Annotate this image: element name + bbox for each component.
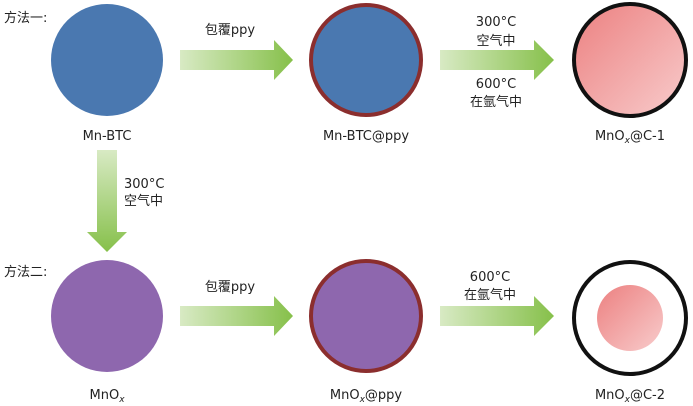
mnox-c1-label: MnOx@C-1 (595, 129, 665, 146)
arrow-coat-ppy-1 (180, 40, 293, 80)
mnox-label: MnOx (89, 388, 125, 405)
coat-ppy-label-2: 包覆ppy (205, 280, 256, 295)
mnox-particle (51, 260, 163, 372)
mnox-c2-label: MnOx@C-2 (595, 388, 665, 405)
method2-title: 方法二: (4, 264, 47, 280)
mnox-ppy-particle (309, 259, 423, 373)
mnox-c1-particle (572, 2, 688, 118)
arrow-calcine-1 (440, 40, 554, 80)
down-temp-label: 300°C (124, 177, 164, 192)
arrow-calcine-2 (440, 296, 554, 336)
arrow-down-calcine (87, 150, 127, 252)
coat-ppy-label-1: 包覆ppy (205, 23, 256, 38)
mn-btc-ppy-particle (309, 3, 423, 117)
mn-btc-particle (51, 4, 163, 116)
mnox-ppy-label: MnOx@ppy (330, 388, 403, 405)
mn-btc-ppy-label: Mn-BTC@ppy (323, 129, 409, 144)
method1-title: 方法一: (4, 10, 47, 26)
down-atm-label: 空气中 (124, 193, 163, 209)
arrow-coat-ppy-2 (180, 296, 293, 336)
air-label: 空气中 (476, 33, 515, 49)
temp-600-label: 600°C (476, 77, 516, 92)
argon-label-2: 在氩气中 (464, 287, 516, 303)
temp-600-label-2: 600°C (470, 270, 510, 285)
mnox-c2-core (597, 285, 663, 351)
mn-btc-label: Mn-BTC (83, 129, 132, 144)
temp-300-label: 300°C (476, 15, 516, 30)
argon-label: 在氩气中 (470, 94, 522, 110)
